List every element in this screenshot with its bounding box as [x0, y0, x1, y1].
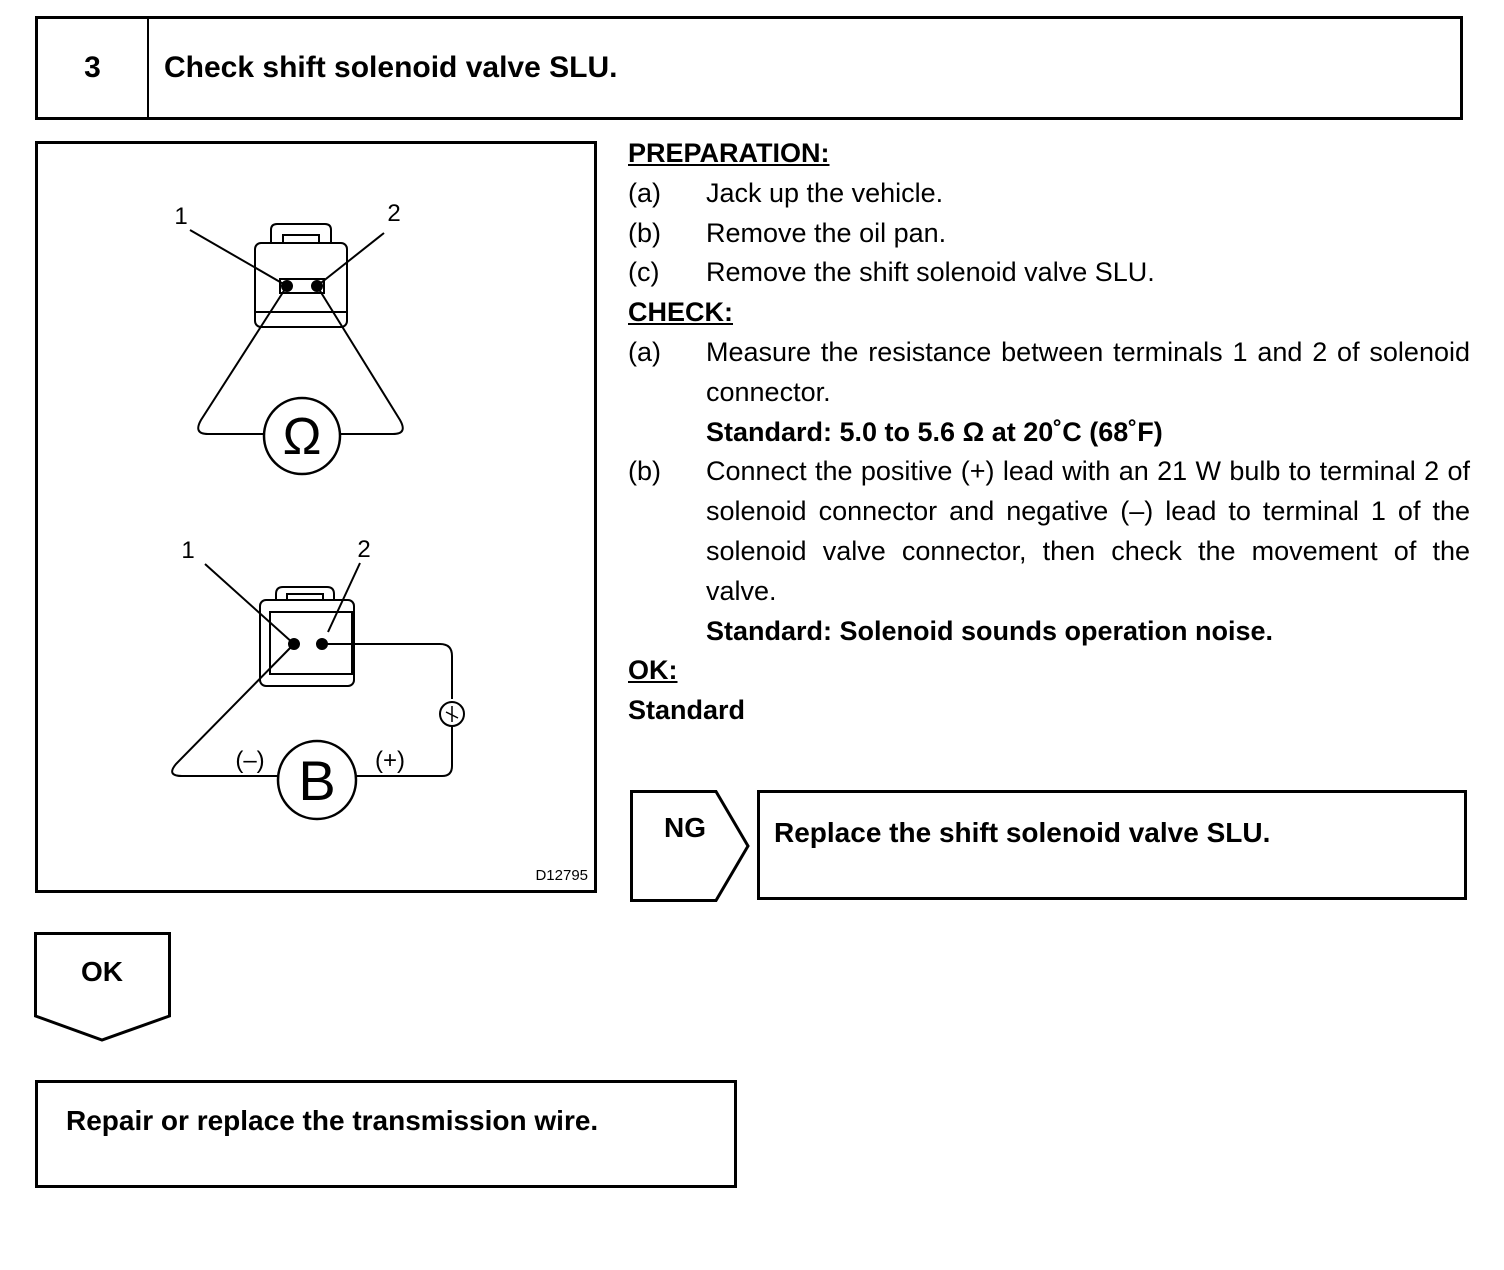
top-terminal-2-leader [316, 232, 385, 287]
top-label-2: 2 [387, 200, 400, 227]
operation-standard: Standard: Solenoid sounds operation nois… [706, 615, 1274, 646]
ng-result-box: Replace the shift solenoid valve SLU. [757, 790, 1467, 900]
wiring-figure: 1 2 Ω 1 2 B (–) (+) D12795 [35, 141, 597, 893]
bottom-label-1: 1 [181, 537, 194, 564]
connector-diagrams: 1 2 Ω 1 2 B (–) (+) [171, 200, 465, 821]
top-lead-left [197, 285, 288, 435]
step-text: Measure the resistance between terminals… [706, 336, 1470, 407]
step-text: Connect the positive (+) lead with an 21… [706, 456, 1470, 606]
operation-diagram [171, 562, 465, 821]
top-connector-housing [254, 242, 348, 328]
lead-to-bulb [322, 643, 453, 699]
step-text: Remove the shift solenoid valve SLU. [706, 257, 1155, 288]
ohmmeter-circle [262, 396, 342, 476]
bottom-connector-latch [275, 586, 335, 600]
resistance-standard: Standard: 5.0 to 5.6 Ω at 20˚C (68˚F) [706, 416, 1163, 447]
negative-label: (–) [235, 747, 264, 774]
battery-circle [276, 739, 358, 821]
step-letter: (b) [628, 456, 661, 487]
bottom-terminal-1-leader [204, 563, 295, 645]
ok-arrow-tag [34, 932, 171, 1042]
top-terminal-1-leader [189, 229, 288, 287]
bottom-label-2: 2 [357, 536, 370, 563]
prep-step-b: (b) Remove the oil pan. [628, 214, 1470, 254]
top-label-1: 1 [174, 203, 187, 230]
prep-step-c: (c) Remove the shift solenoid valve SLU. [628, 253, 1470, 293]
top-connector-latch [270, 223, 332, 243]
check-step-a: (a) Measure the resistance between termi… [628, 333, 1470, 413]
step-header: 3 Check shift solenoid valve SLU. [35, 16, 1463, 120]
step-text: Jack up the vehicle. [706, 177, 944, 208]
ohm-symbol: Ω [283, 408, 322, 466]
step-title: Check shift solenoid valve SLU. [164, 51, 618, 84]
ng-label: NG [664, 812, 706, 843]
top-lead-right [316, 285, 404, 435]
step-number: 3 [38, 19, 149, 117]
figure-code: D12795 [535, 867, 588, 884]
battery-symbol: B [298, 749, 335, 812]
step-letter: (a) [628, 336, 661, 367]
check-heading: CHECK: [628, 297, 733, 328]
step-letter: (a) [628, 177, 661, 208]
prep-step-a: (a) Jack up the vehicle. [628, 174, 1470, 214]
step-text: Remove the oil pan. [706, 217, 947, 248]
negative-lead [171, 643, 295, 777]
ng-arrow-tag [630, 790, 750, 902]
check-step-b: (b) Connect the positive (+) lead with a… [628, 452, 1470, 611]
ok-result-box: Repair or replace the transmission wire. [35, 1080, 737, 1188]
step-letter: (c) [628, 257, 660, 288]
positive-label: (+) [375, 747, 405, 774]
ok-label: OK [81, 956, 123, 987]
resistance-diagram [189, 223, 404, 476]
positive-lead [356, 726, 453, 777]
bottom-terminal-2-leader [327, 562, 361, 633]
instructions: PREPARATION: (a) Jack up the vehicle. (b… [628, 134, 1470, 731]
preparation-heading: PREPARATION: [628, 138, 830, 168]
step-letter: (b) [628, 217, 661, 248]
ok-heading: OK: [628, 655, 678, 686]
ok-value: Standard [628, 695, 746, 726]
